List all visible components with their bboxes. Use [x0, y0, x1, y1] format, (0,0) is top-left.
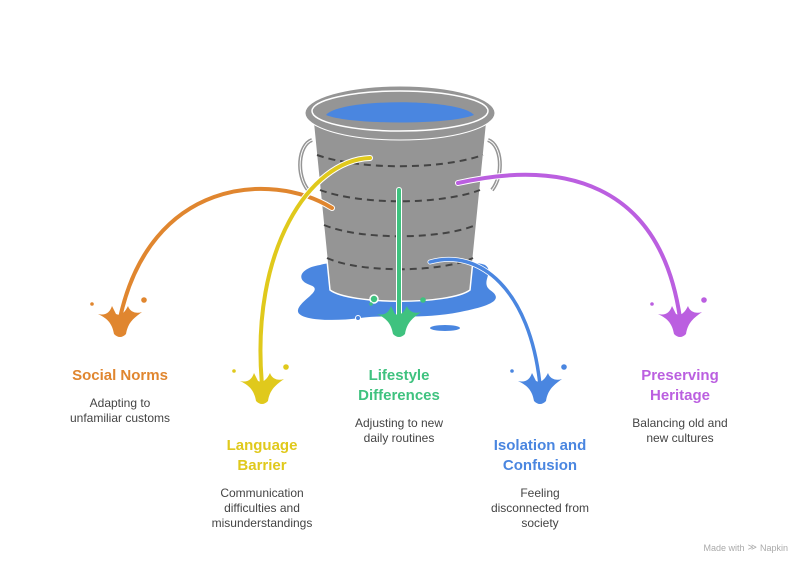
bucket-handle — [298, 138, 313, 192]
splash-icon — [369, 297, 426, 337]
splash-drop — [561, 364, 567, 370]
splash-drop — [510, 369, 514, 373]
bucket-water — [326, 102, 474, 123]
splash-drop — [232, 369, 236, 373]
splash-drop — [90, 302, 94, 306]
splash-icon — [232, 364, 289, 404]
splash-drop — [369, 302, 373, 306]
splash-drop — [650, 302, 654, 306]
bucket-handle — [487, 138, 502, 192]
napkin-logo-icon: ≫ — [747, 542, 757, 552]
splash-icon — [510, 364, 567, 404]
splash-drop — [420, 297, 426, 303]
water-drop — [430, 325, 460, 331]
footer: Made with ≫ Napkin — [704, 542, 788, 553]
item-title: Social Norms — [72, 367, 168, 384]
splash-drop — [141, 297, 147, 303]
footer-text: Made with — [703, 542, 745, 553]
footer-brand: Napkin — [759, 542, 788, 553]
splash-icon — [650, 297, 707, 337]
streams — [117, 155, 683, 388]
splash-drop — [701, 297, 707, 303]
splash-drop — [283, 364, 289, 370]
splash-icon — [90, 297, 147, 337]
water-drop — [355, 315, 361, 321]
